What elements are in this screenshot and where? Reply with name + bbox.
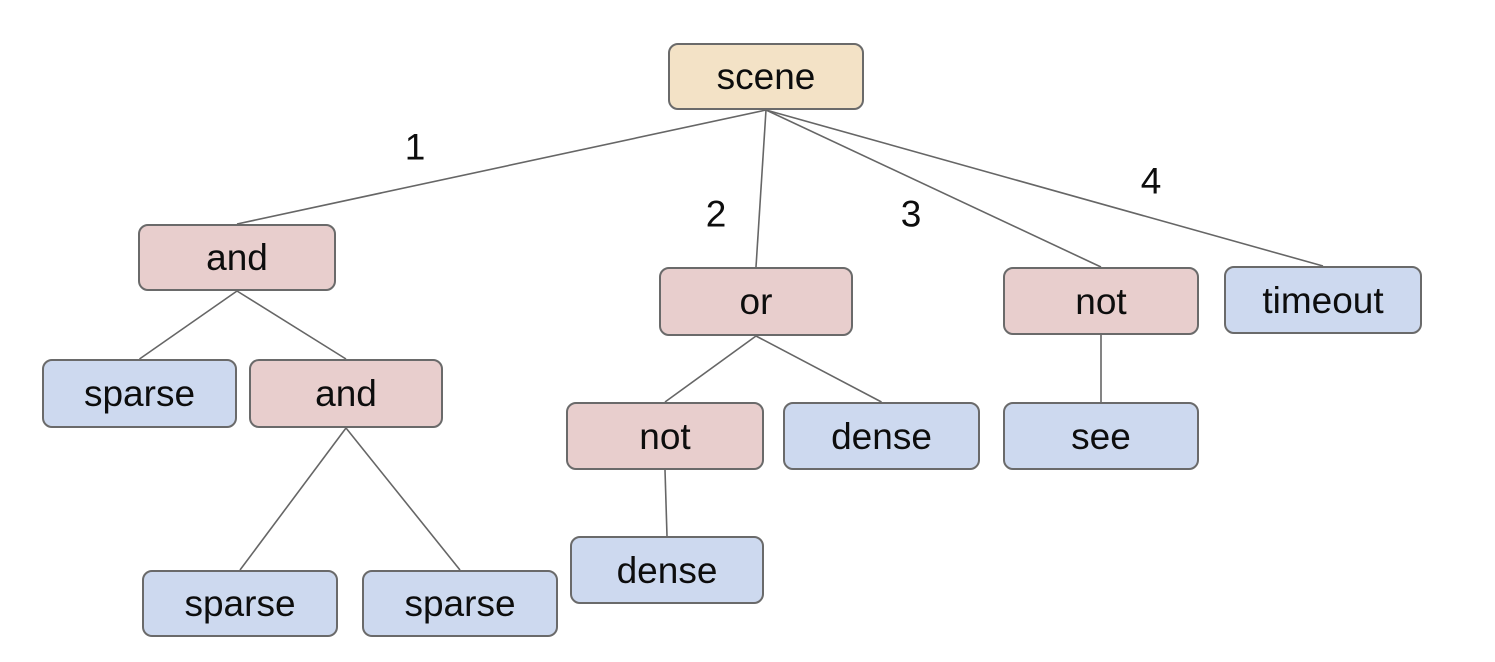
node-and1[interactable]: and [138, 224, 336, 291]
node-label: not [1075, 280, 1127, 322]
edge-not2-dense2 [664, 469, 668, 537]
edge-and1-sparse1 [139, 290, 238, 360]
edge-scene-and1 [236, 109, 767, 225]
edge-label-3: 3 [900, 193, 922, 235]
node-not2[interactable]: not [566, 402, 764, 470]
edge-and1-and2 [236, 290, 347, 360]
node-or1[interactable]: or [659, 267, 853, 336]
node-label: sparse [184, 583, 296, 624]
edge-label-1: 1 [404, 126, 426, 168]
node-sparse2[interactable]: sparse [142, 570, 338, 637]
node-label: timeout [1262, 279, 1384, 321]
node-sparse1[interactable]: sparse [42, 359, 237, 428]
node-label: dense [616, 549, 718, 591]
edge-scene-or1 [755, 109, 767, 268]
edge-label-4: 4 [1140, 160, 1162, 202]
node-label: and [206, 237, 268, 278]
edge-scene-not1 [765, 109, 1102, 268]
node-scene[interactable]: scene [668, 43, 864, 110]
node-label: and [315, 373, 377, 414]
node-label: scene [716, 56, 816, 97]
node-not1[interactable]: not [1003, 267, 1199, 335]
edge-or1-not2 [664, 335, 757, 403]
node-label: dense [831, 415, 932, 457]
node-dense1[interactable]: dense [783, 402, 980, 470]
node-sparse3[interactable]: sparse [362, 570, 558, 637]
node-timeout1[interactable]: timeout [1224, 266, 1422, 334]
edge-and2-sparse3 [345, 427, 461, 571]
edge-or1-dense1 [755, 335, 882, 403]
node-label: see [1071, 415, 1131, 457]
node-dense2[interactable]: dense [570, 536, 764, 604]
edge-scene-timeout1 [765, 109, 1324, 267]
edge-label-2: 2 [705, 193, 727, 235]
node-see1[interactable]: see [1003, 402, 1199, 470]
node-and2[interactable]: and [249, 359, 443, 428]
node-label: not [639, 415, 691, 457]
edge-and2-sparse2 [239, 427, 347, 571]
node-label: sparse [404, 583, 516, 624]
node-label: or [739, 281, 773, 322]
node-label: sparse [83, 373, 196, 414]
